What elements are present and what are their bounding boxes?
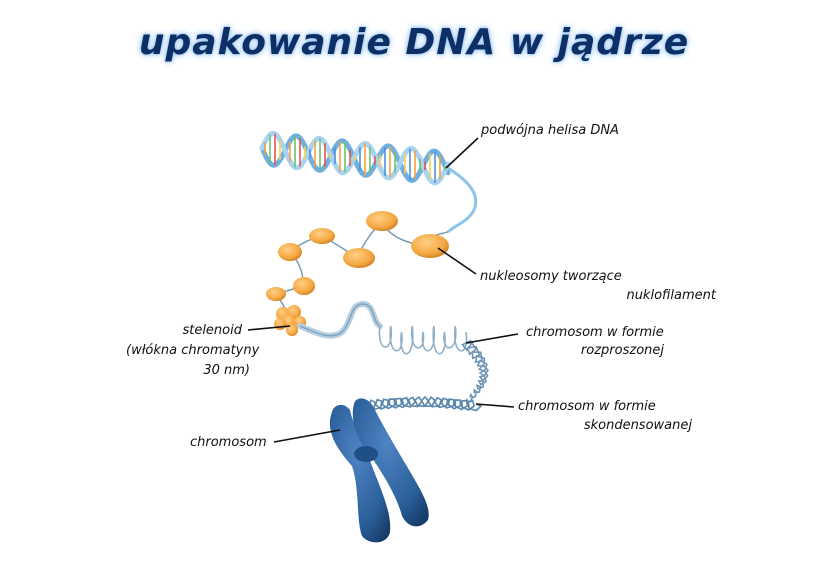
solenoid-cluster — [274, 305, 306, 336]
label-condensed-line2: skondensowanej — [583, 418, 692, 433]
pointer-condensed — [475, 403, 515, 408]
label-dispersed-line2: rozproszonej — [580, 343, 664, 358]
chromatin-fiber-core — [299, 303, 381, 337]
label-solenoid-line2: (włókna chromatyny — [126, 343, 260, 358]
dispersed-chromatin-loops — [378, 325, 468, 355]
label-helix: podwójna helisa DNA — [481, 123, 619, 138]
label-pointers — [247, 137, 519, 443]
pointer-nucleosomes — [437, 247, 477, 275]
helix-strand-b — [259, 130, 451, 186]
label-chromosome: chromosom — [190, 435, 267, 450]
pointer-solenoid — [247, 325, 291, 331]
nucleosome — [343, 248, 375, 268]
pointer-helix — [445, 137, 479, 169]
nucleosome — [293, 277, 315, 295]
condensed-coil — [361, 395, 483, 412]
helix-tail — [446, 166, 478, 234]
label-solenoid-line3: 30 nm) — [203, 363, 250, 378]
nucleosome — [309, 228, 335, 244]
label-nucleosomes-line2: nuklofilament — [626, 288, 716, 303]
dna-double-helix — [259, 130, 478, 234]
nucleosome — [411, 234, 449, 258]
label-solenoid-line1: stelenoid — [182, 323, 242, 338]
nucleosome — [366, 211, 398, 231]
condensing-coil — [461, 339, 490, 404]
label-nucleosomes-line1: nukleosomy tworzące — [480, 269, 622, 284]
pointer-chromosome — [273, 429, 341, 443]
label-condensed-line1: chromosom w formie — [518, 399, 656, 414]
diagram-title: upakowanie DNA w jądrze — [138, 22, 690, 63]
nucleosomes — [266, 211, 449, 301]
helix-base-pairs — [264, 133, 446, 183]
nucleosome — [278, 243, 302, 261]
nucleosome — [266, 287, 286, 301]
chromosome-shape — [329, 398, 429, 543]
pointer-dispersed — [465, 333, 519, 344]
label-dispersed-line1: chromosom w formie — [526, 325, 664, 340]
